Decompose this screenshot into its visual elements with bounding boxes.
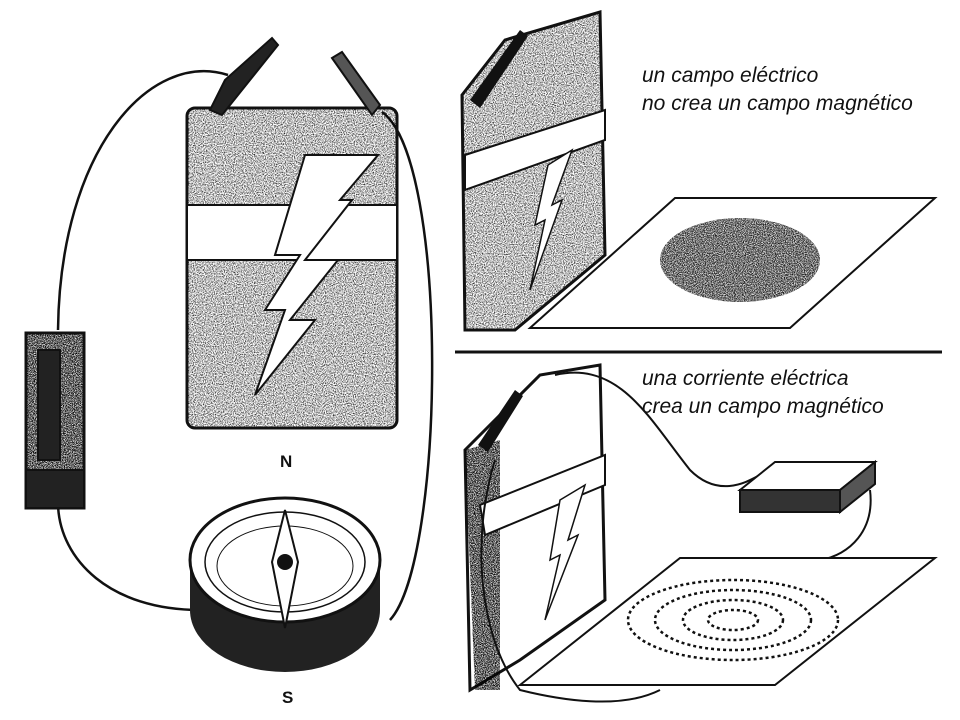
lightning-bolt-icon: [254, 154, 381, 396]
terminal-left: [208, 36, 280, 117]
caption-line: crea un campo magnético: [642, 395, 884, 418]
switch-box-small: [737, 459, 878, 515]
caption-electric-field: un campo eléctrico no crea un campo magn…: [642, 62, 913, 118]
caption-line: una corriente eléctrica: [642, 367, 849, 390]
south-pole-label: S: [282, 688, 294, 707]
paper-sheet-bottom: [517, 557, 938, 686]
battery-top-right: [460, 10, 607, 332]
switch-box: [24, 331, 86, 510]
battery-large: [185, 36, 399, 430]
caption-line: no crea un campo magnético: [642, 92, 913, 115]
compass: [188, 496, 382, 672]
caption-line: un campo eléctrico: [642, 64, 819, 87]
paper-sheet-top: [527, 197, 938, 329]
caption-electric-current: una corriente eléctrica crea un campo ma…: [642, 365, 884, 421]
terminal-right: [330, 50, 382, 117]
north-pole-label: N: [280, 452, 293, 471]
circuit-wires: [56, 69, 434, 621]
battery-bottom-right: [463, 363, 607, 693]
magnetic-field-lines: [626, 578, 840, 662]
